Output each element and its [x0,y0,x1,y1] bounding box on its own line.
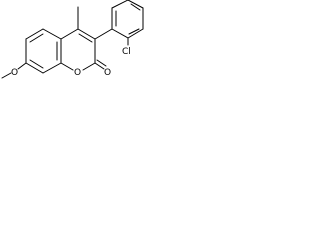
benzo-bond-2 [25,28,44,40]
ring-oxygen-label: O [74,68,81,78]
methyl-to-oxygen-bond [1,72,12,79]
benzo-double-bond-inner-3 [29,59,44,69]
aryl-bond-5 [127,28,144,39]
aryl-bond-6 [111,28,129,39]
link-to-aryl-bond [94,28,113,40]
benzo-bond-6 [25,62,44,74]
pyranone-bond-c2-o [82,62,96,71]
carbonyl-group [94,59,107,70]
aryl-bond-2 [111,0,129,9]
pyranone-ring [60,28,96,71]
pyranone-bond-c4a-c4 [60,28,79,40]
chlorophenyl-ring [94,0,144,46]
benzo-ring [25,28,62,74]
methoxy-group [1,62,27,79]
carbonyl-bond-2 [96,59,107,67]
oxygen-to-ring-bond [17,62,27,70]
benzo-double-bond-inner-1 [29,33,44,43]
benzo-bond-5 [42,62,62,74]
pyranone-bond-o-c8a [60,62,74,71]
chemical-structure: O O O Cl [1,0,144,79]
carbonyl-oxygen-label: O [104,68,111,78]
carbonyl-bond-1 [94,62,105,70]
pyranone-bond-c4-c3 [77,28,96,40]
pyranone-double-bond-c4-c3 [78,33,93,43]
aryl-double-bond-inner-3 [128,28,140,35]
benzo-bond-3 [42,28,62,40]
aryl-double-bond-inner-2 [130,3,141,11]
aryl-bond-3 [127,0,144,9]
methoxy-oxygen-label: O [11,68,18,78]
chlorine-label: Cl [122,47,131,57]
